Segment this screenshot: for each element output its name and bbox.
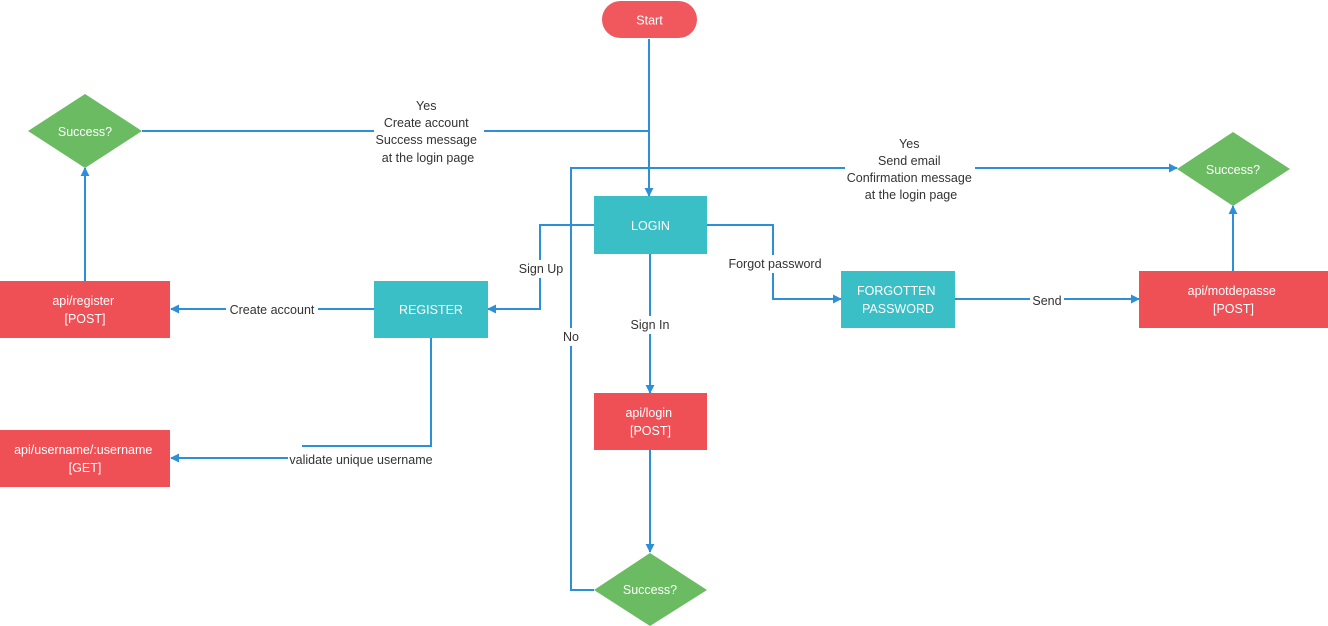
label-yes-register: Yes Create account Success message at th… [376,99,481,165]
label-send: Send [1032,294,1061,308]
api-login-node: api/login [POST] [594,393,707,450]
api-login-label: api/login [POST] [625,406,675,438]
success-register-label: Success? [58,125,112,139]
start-node: Start [602,1,697,38]
edge-register-to-api-username [302,338,432,447]
success-forgot-label: Success? [1206,163,1260,177]
success-login-decision: Success? [594,553,707,626]
success-forgot-decision: Success? [1177,132,1290,206]
label-sign-up: Sign Up [519,262,564,276]
api-username-node: api/username/:username [GET] [0,430,170,487]
label-validate-username: validate unique username [289,453,432,467]
register-label: REGISTER [399,303,463,317]
label-sign-in: Sign In [631,318,670,332]
api-register-label: api/register [POST] [52,294,117,326]
success-register-decision: Success? [28,94,142,168]
forgotten-label: FORGOTTEN PASSWORD [857,284,939,316]
label-yes-forgot: Yes Send email Confirmation message at t… [847,137,976,202]
register-node: REGISTER [374,281,488,338]
label-create-account: Create account [230,303,315,317]
label-no: No [563,330,579,344]
api-motdepasse-label: api/motdepasse [POST] [1188,284,1280,316]
edge-labels: Yes Create account Success message at th… [226,98,1064,468]
api-username-label: api/username/:username [GET] [14,443,156,475]
forgotten-password-node: FORGOTTEN PASSWORD [841,271,955,328]
login-node: LOGIN [594,196,707,254]
login-label: LOGIN [631,219,670,233]
api-motdepasse-node: api/motdepasse [POST] [1139,271,1328,328]
api-register-node: api/register [POST] [0,281,170,338]
label-forgot-password: Forgot password [728,257,821,271]
start-label: Start [636,14,663,28]
success-login-label: Success? [623,583,677,597]
